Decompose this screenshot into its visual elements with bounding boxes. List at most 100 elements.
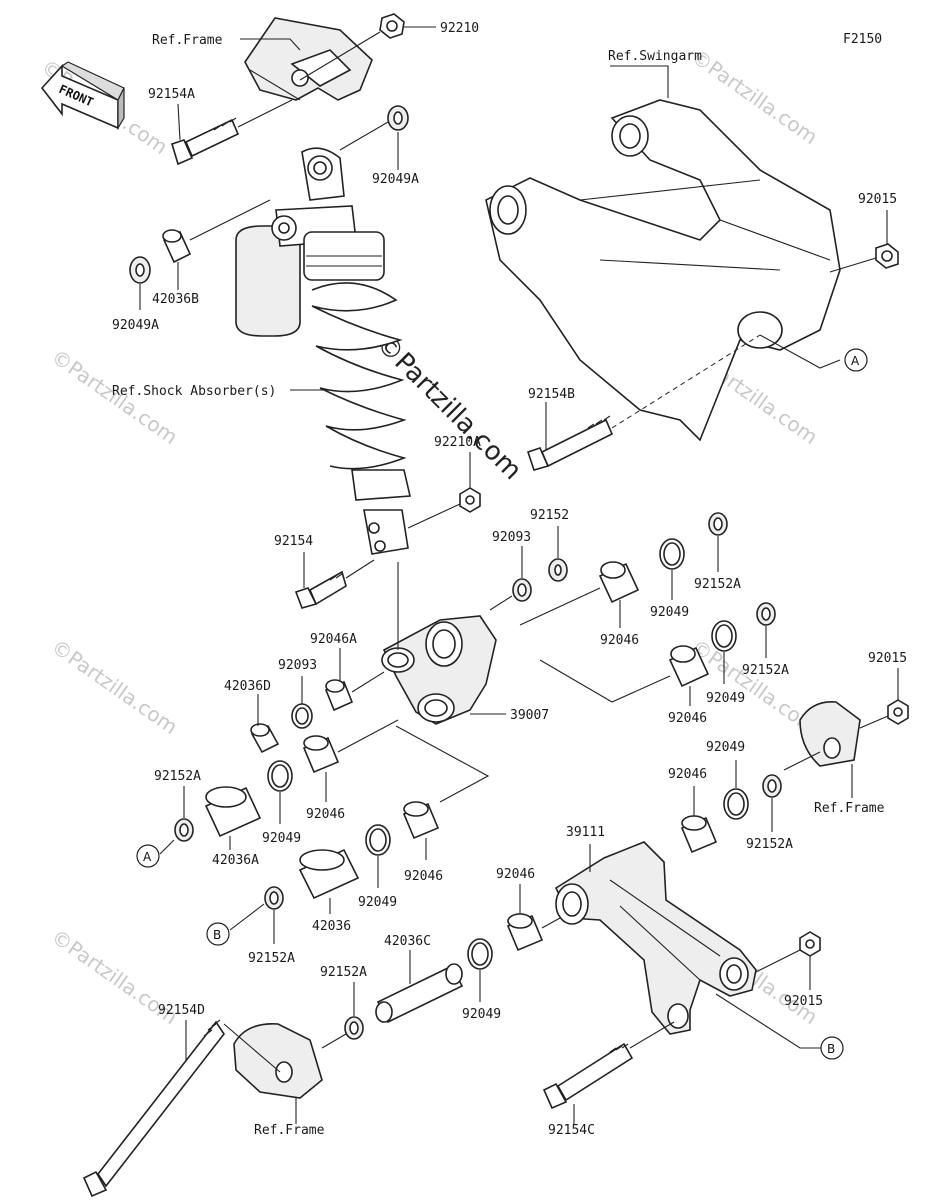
bearing-92046A [324,679,354,712]
frame-bottom-bracket [233,1023,323,1099]
nut-92015-right [887,699,909,725]
label-39111: 39111 [566,825,605,840]
seal-92093-left [291,703,313,729]
seal-92049-6 [467,938,493,970]
seal-92049-5 [723,788,749,820]
label-92210A: 92210A [434,435,481,450]
washer-92049A-top [387,105,409,131]
bearing-92046-5 [680,815,718,854]
seal-92093-top [512,578,532,602]
label-42036B: 42036B [152,292,199,307]
marker-a-right: A [844,348,868,372]
marker-b-right: B [820,1036,844,1060]
label-92049A-top: 92049A [372,172,419,187]
ref-frame-right-label: Ref.Frame [814,801,885,816]
washer-92152 [548,558,568,582]
swingarm [485,99,841,442]
label-92093-left: 92093 [278,658,317,673]
bearing-92046-3 [302,735,340,774]
label-92210: 92210 [440,21,479,36]
label-92049-2: 92049 [706,691,745,706]
collar-42036D [250,723,280,754]
bearing-92046-4 [402,801,440,840]
label-92015-right: 92015 [868,651,907,666]
shock-absorber [235,147,411,555]
label-92049-1: 92049 [650,605,689,620]
label-92152A-4: 92152A [320,965,367,980]
washer-92152A-3 [762,774,782,798]
bolt-92154B [526,415,614,471]
rocker-arm-39111 [554,841,757,1035]
ref-frame-top-label: Ref.Frame [152,33,223,48]
label-92152A-2: 92152A [742,663,789,678]
front-arrow-icon: FRONT [40,61,125,131]
label-92046-6: 92046 [496,867,535,882]
label-92152A-left: 92152A [154,769,201,784]
marker-b-right-label: B [827,1042,835,1056]
bolt-92154C [542,1042,634,1110]
label-42036: 42036 [312,919,351,934]
watermark-5: ©Partzilla.com [47,634,182,739]
link-39007 [381,615,497,725]
washer-92152A-2 [756,602,776,626]
nut-92210 [379,13,405,39]
seal-92049-1 [659,538,685,570]
label-92046-3: 92046 [306,807,345,822]
washer-92152A-1 [708,512,728,536]
collar-42036B [162,229,192,264]
bearing-92046-1 [598,561,640,604]
label-92049A-left: 92049A [112,318,159,333]
label-92046-1: 92046 [600,633,639,648]
bolt-92154A [171,117,240,166]
washer-92152A-left [174,818,194,842]
label-92049-3: 92049 [262,831,301,846]
marker-b-left-label: B [213,928,221,942]
marker-a-left: A [136,844,160,868]
nut-92015-bottom [799,931,821,957]
frame-right-bracket [799,701,861,767]
seal-92049-4 [365,824,391,856]
label-92152A-3: 92152A [746,837,793,852]
nut-92015-top [875,243,899,269]
seal-92049-2 [711,620,737,652]
marker-a-left-label: A [143,850,152,864]
washer-92152A-4 [344,1016,364,1040]
label-92015-bottom: 92015 [784,994,823,1009]
label-92046A: 92046A [310,632,357,647]
label-92154C: 92154C [548,1123,595,1138]
label-92152: 92152 [530,508,569,523]
label-92046-5: 92046 [668,767,707,782]
marker-a-right-label: A [851,354,860,368]
collar-42036 [298,848,360,900]
label-42036A: 42036A [212,853,259,868]
collar-42036C [375,963,464,1024]
label-92049-4: 92049 [358,895,397,910]
bearing-92046-6 [506,913,544,952]
label-92154D: 92154D [158,1003,205,1018]
washer-92049A-left [129,256,151,284]
bolt-92154D [82,1019,225,1198]
bolt-92154 [294,570,347,609]
label-92046-2: 92046 [668,711,707,726]
ref-shock-label: Ref.Shock Absorber(s) [112,384,276,399]
figure-code: F2150 [843,32,882,47]
label-92049-5: 92049 [706,740,745,755]
label-92093-top: 92093 [492,530,531,545]
label-92154A: 92154A [148,87,195,102]
bearing-92046-2 [668,645,710,688]
seal-92049-3 [267,760,293,792]
label-92015-top: 92015 [858,192,897,207]
ref-frame-bottom-label: Ref.Frame [254,1123,325,1138]
label-92049-6: 92049 [462,1007,501,1022]
label-42036C: 42036C [384,934,431,949]
label-92154B: 92154B [528,387,575,402]
washer-92152A-b [264,886,284,910]
label-92152A-1: 92152A [694,577,741,592]
ref-swingarm-label: Ref.Swingarm [608,49,702,64]
collar-42036A [204,786,262,838]
label-92046-4: 92046 [404,869,443,884]
label-92154: 92154 [274,534,313,549]
label-42036D: 42036D [224,679,271,694]
